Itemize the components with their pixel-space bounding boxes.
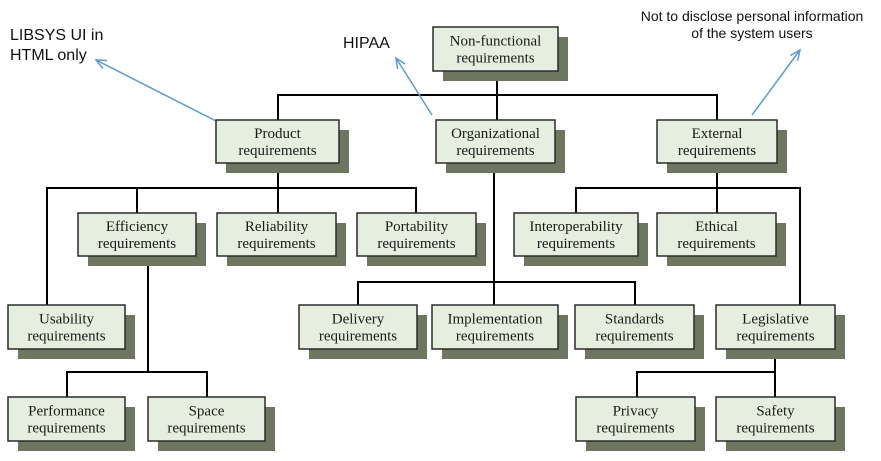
- node-label: Efficiency: [106, 219, 169, 235]
- node-label: requirements: [98, 236, 176, 252]
- node-label: requirements: [319, 329, 397, 345]
- hipaa-note: HIPAA: [343, 35, 390, 52]
- node-label: Implementation: [448, 312, 543, 328]
- node-label: Privacy: [613, 404, 659, 420]
- node-label: requirements: [456, 143, 534, 159]
- node-label: requirements: [167, 421, 245, 437]
- node-label: Non-functional: [450, 34, 542, 50]
- libsys-note-line: HTML only: [10, 47, 87, 64]
- node-label: requirements: [537, 236, 615, 252]
- node-label: Usability: [39, 312, 94, 328]
- node-label: Delivery: [332, 312, 385, 328]
- node-box: [298, 304, 418, 350]
- node-label: Product: [254, 126, 301, 142]
- node-label: Space: [189, 404, 225, 420]
- node-box: [7, 304, 126, 350]
- node-box: [431, 304, 559, 350]
- node-label: Interoperability: [529, 219, 623, 235]
- node-box: [215, 119, 340, 164]
- node-label: Organizational: [451, 126, 540, 142]
- node-box: [7, 396, 126, 442]
- node-box: [656, 119, 778, 164]
- node-label: Standards: [605, 312, 664, 328]
- node-box: [575, 396, 696, 442]
- node-box: [356, 212, 477, 257]
- requirement-nodes: Non-functionalrequirementsProductrequire…: [7, 26, 845, 451]
- node-box: [432, 26, 559, 72]
- privacy-note-arrow: [751, 48, 802, 116]
- node-label: requirements: [456, 329, 534, 345]
- node-box: [77, 212, 197, 257]
- libsys-note-line: LIBSYS UI in: [10, 27, 103, 44]
- node-box: [513, 212, 639, 257]
- node-box: [656, 212, 777, 257]
- hipaa-arrow: [395, 56, 433, 116]
- node-box: [715, 396, 836, 442]
- node-label: External: [692, 126, 743, 142]
- node-label: requirements: [595, 329, 673, 345]
- libsys-arrow: [94, 59, 217, 122]
- node-label: requirements: [596, 421, 674, 437]
- node-label: Reliability: [245, 219, 309, 235]
- node-label: requirements: [377, 236, 455, 252]
- node-label: requirements: [27, 329, 105, 345]
- node-label: requirements: [678, 143, 756, 159]
- node-label: Legislative: [742, 312, 809, 328]
- node-label: Performance: [28, 404, 105, 420]
- libsys-note: LIBSYS UI in HTML only: [10, 27, 103, 64]
- node-label: Safety: [756, 404, 795, 420]
- node-label: requirements: [736, 329, 814, 345]
- node-label: requirements: [237, 236, 315, 252]
- node-label: requirements: [238, 143, 316, 159]
- node-label: requirements: [736, 421, 814, 437]
- privacy-note-line: Not to disclose personal information: [641, 8, 864, 24]
- annotation-arrows: [94, 48, 802, 122]
- node-label: requirements: [456, 51, 534, 67]
- node-label: requirements: [677, 236, 755, 252]
- node-box: [435, 119, 556, 164]
- node-label: requirements: [27, 421, 105, 437]
- privacy-note-line: of the system users: [691, 25, 812, 41]
- node-box: [574, 304, 695, 350]
- node-box: [147, 396, 266, 442]
- node-label: Portability: [385, 219, 449, 235]
- node-box: [216, 212, 337, 257]
- node-box: [715, 304, 836, 350]
- node-label: Ethical: [695, 219, 737, 235]
- hipaa-note-line: HIPAA: [343, 35, 390, 52]
- annotation-notes: LIBSYS UI in HTML only HIPAA Not to disclos…: [10, 8, 863, 64]
